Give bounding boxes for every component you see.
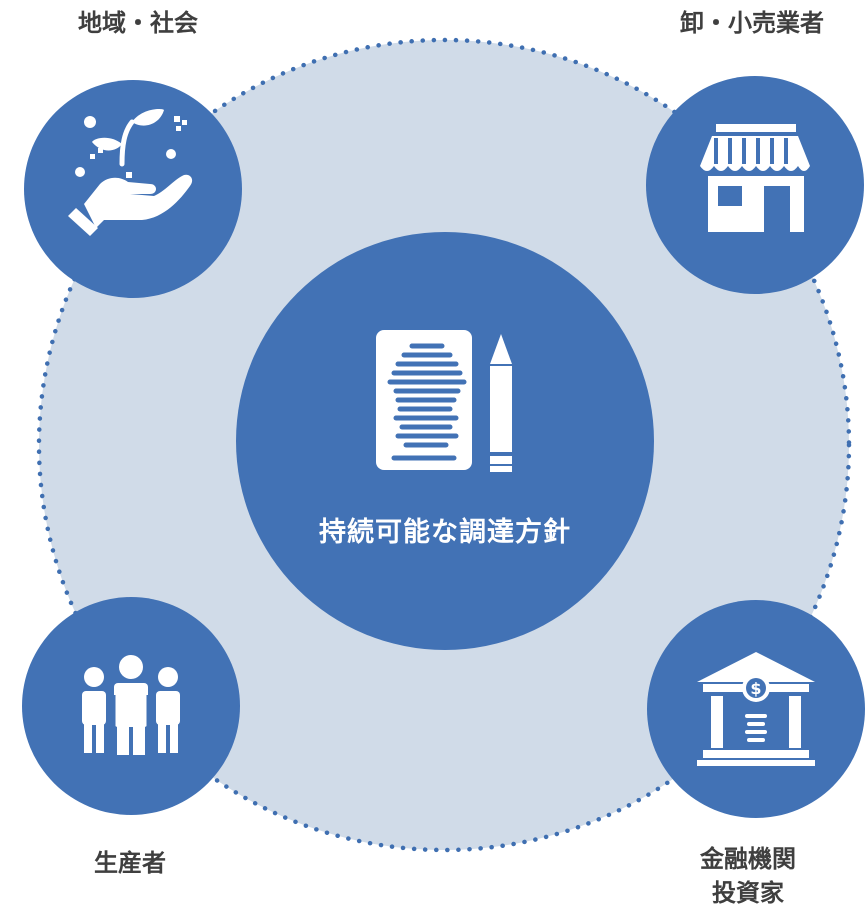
bank-dollar-icon: $: [697, 652, 815, 766]
label-finance: 金融機関 投資家: [678, 842, 818, 910]
node-finance: $: [647, 600, 865, 818]
hand-sprout-icon: [68, 109, 193, 236]
center-node: 持続可能な調達方針: [236, 232, 654, 650]
node-producers: [22, 597, 240, 815]
node-retailers: [646, 76, 864, 294]
label-finance-line1: 金融機関: [700, 845, 796, 873]
document-pencil-icon: [376, 330, 512, 472]
label-community: 地域・社会: [78, 9, 198, 37]
label-producers: 生産者: [94, 849, 166, 877]
label-finance-line2: 投資家: [712, 879, 784, 907]
center-title: 持続可能な調達方針: [319, 517, 571, 548]
svg-text:$: $: [750, 679, 761, 698]
people-group-icon: [82, 655, 180, 755]
label-retailers: 卸・小売業者: [680, 9, 824, 37]
storefront-icon: [700, 124, 810, 232]
node-community: [24, 80, 242, 298]
